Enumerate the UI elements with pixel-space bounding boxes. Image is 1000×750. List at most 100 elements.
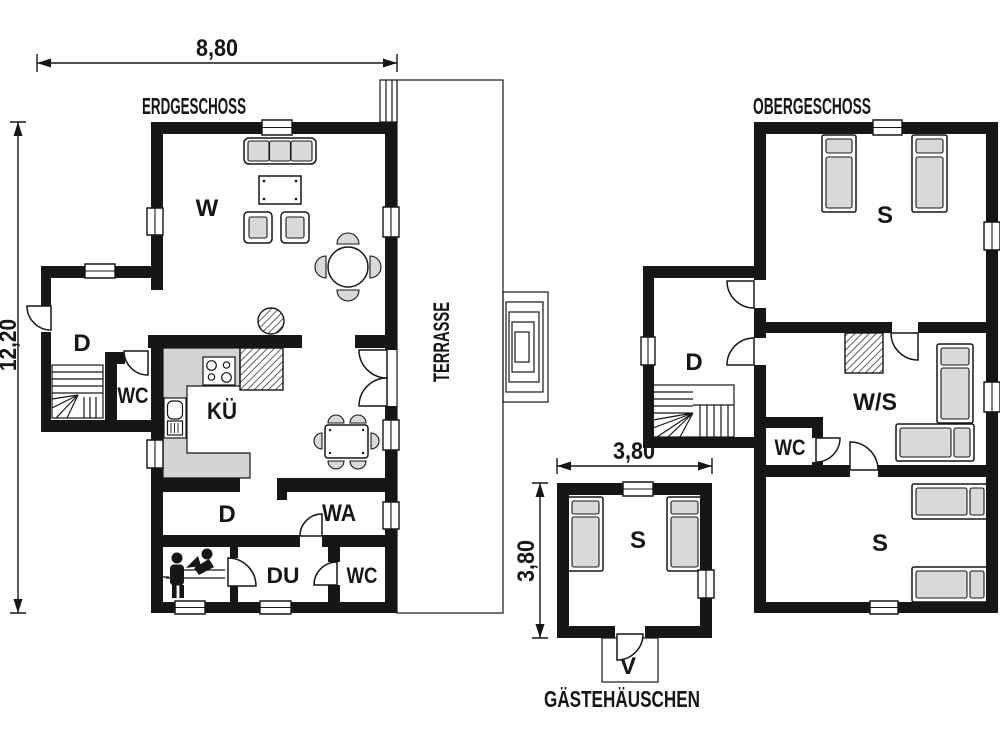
bed-pillow [940, 347, 970, 366]
terrace-steps [502, 291, 549, 403]
arrow-up-icon [13, 122, 23, 136]
person-head [201, 548, 213, 560]
bed-pillow [571, 500, 600, 515]
bed-blanket [915, 156, 944, 209]
table-dot [294, 197, 298, 201]
terrace-deck [396, 79, 504, 614]
erdgeschoss: W KÜ D WC D WA DU WC ERDGESCHOSS [41, 93, 397, 613]
bed-pillow [825, 138, 853, 154]
stairs-treads [51, 371, 103, 419]
dimension-value: 3,80 [513, 540, 540, 582]
burner [207, 373, 216, 381]
stairs-outline [652, 384, 735, 438]
chair [336, 289, 360, 302]
coffee-table-top [258, 175, 302, 205]
bed-pillow [915, 138, 944, 154]
chair [370, 432, 380, 450]
room-label-bedroom2: S [872, 530, 888, 557]
dimension-height: 12,20 [0, 121, 26, 614]
arrow-up-icon [535, 483, 545, 497]
person-legs [186, 556, 201, 568]
table-dot [262, 197, 266, 201]
door-swings [26, 280, 919, 661]
sauna-persons-icon [162, 548, 225, 598]
person-torso [194, 559, 214, 575]
terrace-edge-strip [379, 79, 398, 123]
arrow-down-icon [535, 624, 545, 638]
terrace: TERRASSE [379, 79, 549, 614]
step [514, 331, 530, 363]
dimension-value: 3,80 [613, 438, 655, 465]
burner [221, 372, 232, 383]
chair [349, 460, 367, 470]
bed [911, 566, 989, 603]
bed-pillow [953, 427, 971, 458]
bed-pillow [969, 487, 985, 516]
step [505, 301, 544, 393]
bed-blanket [670, 516, 699, 568]
bed [895, 423, 975, 462]
chair [327, 460, 345, 470]
stove [202, 356, 236, 386]
walls-erdgeschoss [41, 122, 397, 613]
table-dot [328, 451, 332, 455]
room-label-bedroom: S [630, 527, 646, 554]
bed-pillow [670, 500, 699, 515]
arrow-right-icon [698, 461, 712, 471]
room-label-corridor: D [218, 501, 235, 528]
bed-blanket [825, 156, 853, 209]
floor-title-erdgeschoss: ERDGESCHOSS [142, 93, 246, 119]
dimension-value: 8,80 [196, 35, 238, 62]
bed-blanket [915, 487, 968, 516]
room-label-wc: WC [775, 435, 806, 460]
room-label-wc2: WC [347, 563, 378, 588]
dimension-value: 12,20 [0, 319, 22, 371]
bed-blanket [571, 516, 600, 568]
step [508, 311, 540, 383]
bed-blanket [915, 570, 968, 599]
bed [666, 496, 703, 572]
terrace-label: TERRASSE [429, 302, 454, 382]
building-title-guest-house: GÄSTEHÄUSCHEN [544, 686, 700, 712]
dimension-guest-width: 3,80 [556, 438, 713, 474]
round-table-set [314, 232, 382, 302]
chair [327, 414, 345, 424]
bed [911, 134, 948, 213]
bed [911, 483, 989, 520]
chair [349, 414, 367, 424]
sink-drainer-lines [170, 423, 179, 433]
table-dot [328, 428, 332, 432]
sink-unit [163, 397, 187, 439]
sauna-heater [844, 332, 884, 374]
bed-blanket [899, 427, 952, 458]
room-label-hall: D [73, 330, 90, 357]
dining-set [313, 414, 380, 470]
dimension-guest-depth: 3,80 [513, 482, 548, 639]
hearth [239, 347, 284, 391]
window-mullions [85, 126, 993, 609]
room-label-bedroom1: S [877, 202, 893, 229]
terrace-edge-lines [385, 80, 393, 122]
floor-title-obergeschoss: OBERGESCHOSS [753, 93, 871, 119]
stairs-outline [51, 364, 104, 419]
stairs-treads [652, 391, 734, 438]
bed [567, 496, 604, 572]
armchair [243, 211, 273, 244]
sofa [243, 137, 317, 165]
person-leg [172, 585, 177, 598]
table-dot [262, 179, 266, 183]
room-label-kitchen: KÜ [207, 398, 237, 425]
room-label-utility: WA [322, 500, 356, 527]
step [502, 291, 549, 403]
chimney-hatch [257, 307, 285, 335]
sofa-cushion [290, 140, 313, 162]
armchair-cushion [248, 216, 268, 239]
sink-drainer [166, 420, 184, 436]
chair [336, 232, 360, 245]
chair [369, 255, 382, 279]
chair [314, 255, 327, 279]
room-label-hall: D [685, 349, 702, 376]
burner [206, 360, 217, 371]
armchair-cushion [285, 216, 305, 239]
